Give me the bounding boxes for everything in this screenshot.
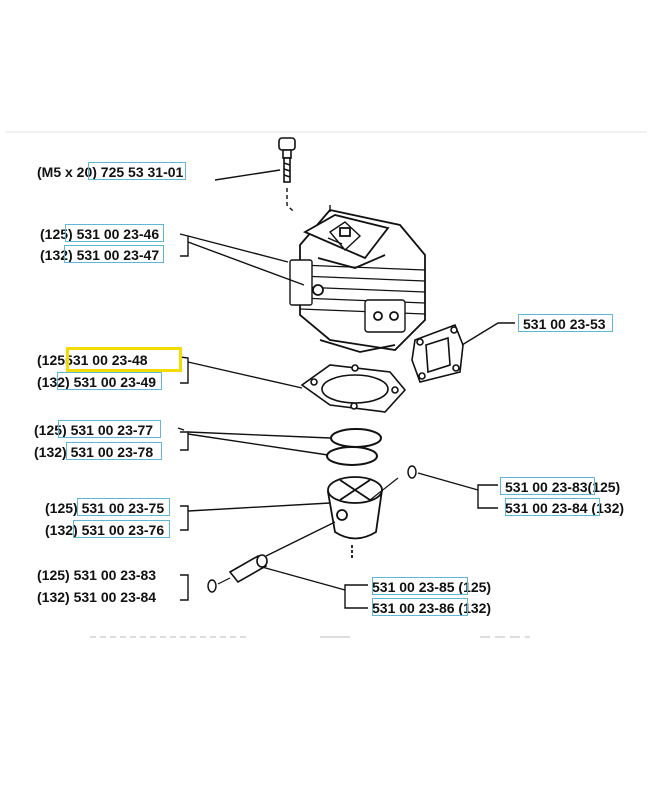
part-number[interactable]: 531 00 23-53 xyxy=(523,316,606,332)
piston-rings-part xyxy=(326,428,382,466)
label-circlip-right-125: 531 00 23-83(125) xyxy=(505,479,620,495)
label-circlip-right-132: 531 00 23-84 (132) xyxy=(505,500,624,516)
label-prefix: (132 xyxy=(45,522,74,538)
label-piston-pin-125: 531 00 23-85 (125) xyxy=(372,579,491,595)
label-cylinder-125: (125) 531 00 23-46 xyxy=(40,226,159,242)
part-number-box xyxy=(505,498,600,516)
label-base-gasket-132: (132) 531 00 23-49 xyxy=(37,374,156,390)
part-number-box xyxy=(372,577,468,595)
label-piston-125: (125) 531 00 23-75 xyxy=(45,500,164,516)
label-suffix: 132) xyxy=(596,500,625,516)
part-number[interactable]: 531 00 23-48 xyxy=(65,352,148,368)
cylinder-part xyxy=(289,209,426,353)
base-gasket-part xyxy=(300,364,407,413)
piston-part xyxy=(326,476,384,560)
part-number[interactable]: (125) 531 00 23-83 xyxy=(37,567,157,583)
part-number-box xyxy=(64,245,164,263)
label-bolt: (M5 x 20) 725 53 31-01 xyxy=(37,164,183,180)
part-number[interactable]: 531 00 23-84 ( xyxy=(505,500,597,516)
label-piston-132: (132) 531 00 23-76 xyxy=(45,522,164,538)
label-prefix: (13 xyxy=(37,374,58,390)
label-prefix: (125 xyxy=(40,226,69,242)
label-cylinder-132: (132) 531 00 23-47 xyxy=(40,247,159,263)
part-number-box xyxy=(57,372,162,390)
piston-pin-part xyxy=(228,554,268,584)
part-number[interactable]: ) 531 00 23-47 xyxy=(68,247,160,263)
bolt-part xyxy=(278,137,296,183)
part-number[interactable]: ) 531 00 23-46 xyxy=(68,226,160,242)
part-number-box xyxy=(58,420,161,438)
label-suffix: 132) xyxy=(463,600,492,616)
part-number-box xyxy=(500,477,595,495)
exhaust-gasket-part xyxy=(411,323,464,383)
part-number[interactable]: ) 531 00 23-78 xyxy=(62,444,154,460)
label-piston-pin-132: 531 00 23-86 (132) xyxy=(372,600,491,616)
label-prefix: (132 xyxy=(34,444,63,460)
part-number[interactable]: ) 531 00 23-75 xyxy=(73,500,165,516)
label-rings-125: (125) 531 00 23-77 xyxy=(34,422,153,438)
label-prefix: (132 xyxy=(40,247,69,263)
label-prefix: (M5 x 20 xyxy=(37,164,93,180)
label-prefix: (12 xyxy=(34,422,55,438)
label-suffix: 125) xyxy=(463,579,492,595)
part-number[interactable]: (132) 531 00 23-84 xyxy=(37,589,157,605)
circlip-left-part xyxy=(207,579,217,593)
label-suffix: (125) xyxy=(587,479,621,495)
part-number[interactable]: 531 00 23-83 xyxy=(505,479,588,495)
part-number-box xyxy=(77,498,170,516)
part-number-box xyxy=(372,598,468,616)
part-number-box xyxy=(518,314,613,332)
part-number[interactable]: ) 531 00 23-76 xyxy=(73,522,165,538)
label-circlip-left-132: (132) 531 00 23-84 xyxy=(37,589,156,605)
part-number[interactable]: 531 00 23-85 ( xyxy=(372,579,464,595)
part-number[interactable]: 531 00 23-86 ( xyxy=(372,600,464,616)
leader-lines xyxy=(177,169,515,609)
part-number-box xyxy=(73,520,170,538)
part-number-box xyxy=(65,224,164,242)
circlip-right-part xyxy=(407,465,417,479)
selected-part-highlight xyxy=(66,347,182,372)
label-base-gasket-125: (125 531 00 23-48 xyxy=(37,352,148,368)
part-number[interactable]: 2) 531 00 23-49 xyxy=(57,374,157,390)
label-prefix: (125 xyxy=(45,500,74,516)
label-exhaust-gasket: 531 00 23-53 xyxy=(523,316,606,332)
part-number[interactable]: 5) 531 00 23-77 xyxy=(54,422,154,438)
label-prefix: (125 xyxy=(37,352,66,368)
label-rings-132: (132) 531 00 23-78 xyxy=(34,444,153,460)
part-number[interactable]: ) 725 53 31-01 xyxy=(92,164,184,180)
part-number-box xyxy=(66,442,162,460)
part-number-box xyxy=(88,162,186,180)
label-circlip-left-125: (125) 531 00 23-83 xyxy=(37,567,156,583)
